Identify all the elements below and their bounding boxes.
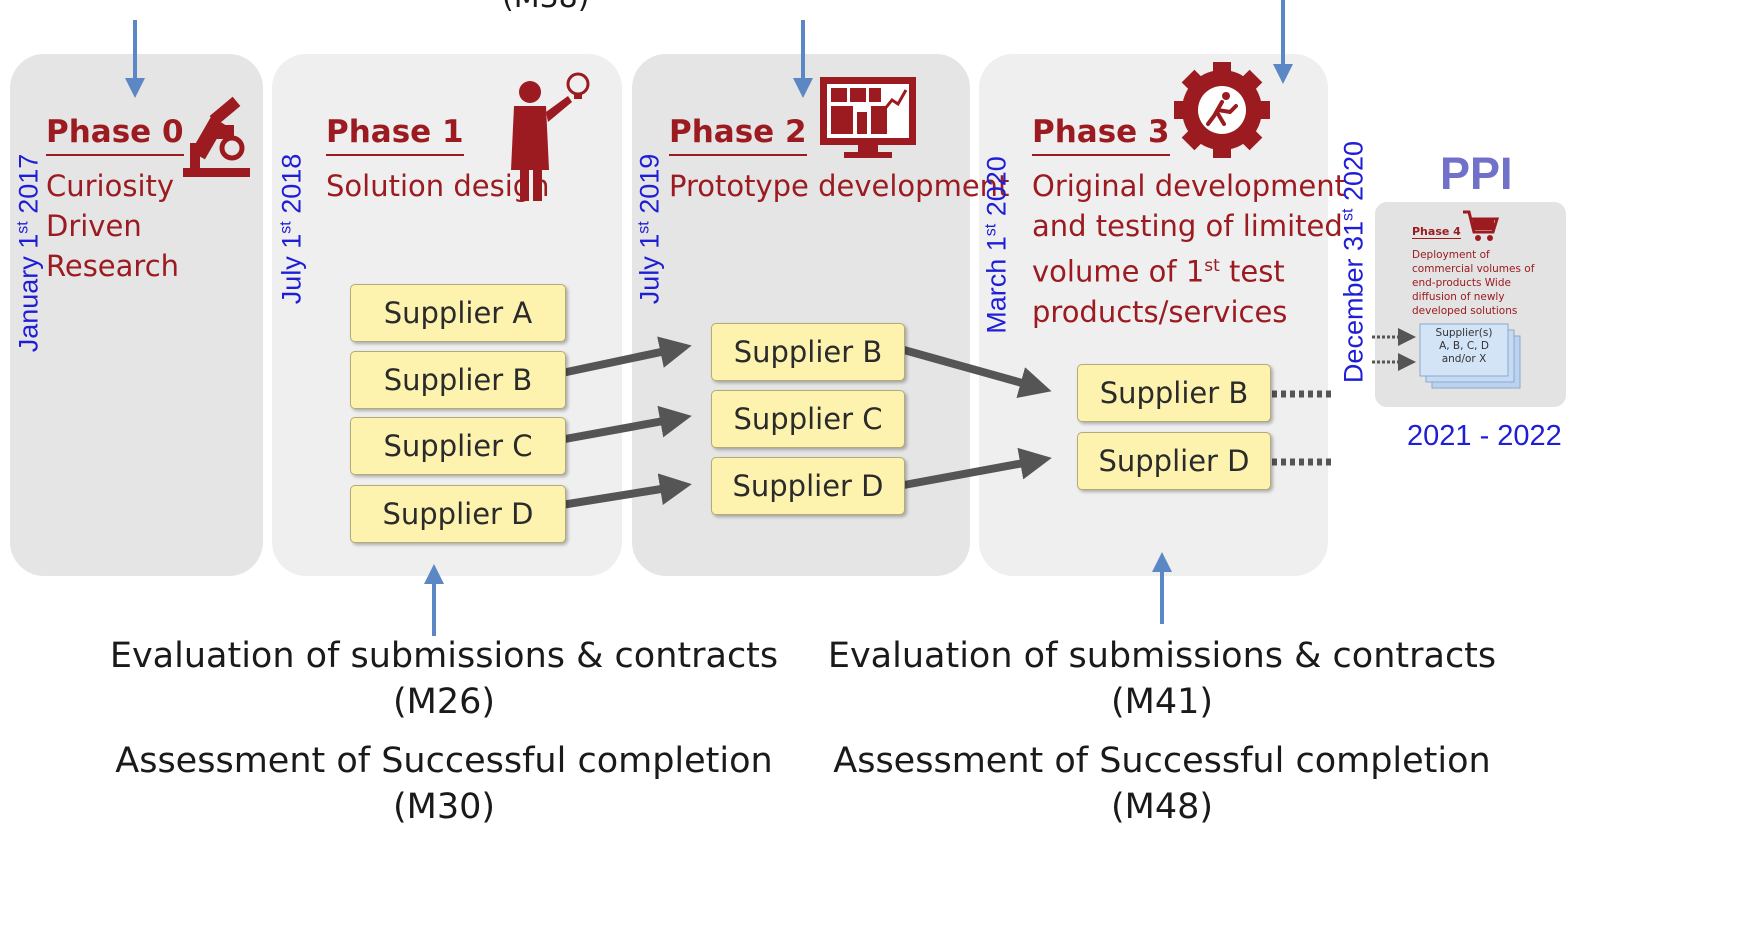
phase-0-desc-line: Research	[46, 249, 180, 283]
date-label: December 31st 2020	[1338, 140, 1369, 384]
supplier-box: Supplier B	[1077, 364, 1271, 422]
phase-0-title: Phase 0	[46, 114, 184, 156]
phase-2-desc: Prototype development	[669, 169, 1010, 203]
supplier-box: Supplier D	[711, 457, 905, 515]
supplier-box: Supplier D	[350, 485, 566, 543]
phase-1-desc: Solution design	[326, 169, 550, 203]
phase-3-desc-line: and testing of limited	[1032, 209, 1343, 243]
phase-1-title: Phase 1	[326, 114, 464, 156]
monitor-dashboard-icon	[820, 77, 916, 158]
ppi-years: 2021 - 2022	[1407, 420, 1562, 452]
microscope-icon	[183, 96, 250, 177]
phase-4-desc: Deployment of commercial volumes of end-…	[1412, 249, 1535, 317]
gear-running-person-icon	[1174, 62, 1270, 158]
date-label: July 1st 2019	[634, 153, 665, 305]
flow-arrow-2d-3d	[903, 447, 1052, 489]
caption-milestone-left-2: (M30)	[392, 787, 496, 827]
caption-evaluation-left: Evaluation of submissions & contracts	[109, 636, 779, 676]
phase-0-desc-line: Curiosity	[46, 169, 175, 203]
supplier-box: Supplier C	[350, 417, 566, 475]
caption-milestone-right-1: (M41)	[1110, 682, 1214, 722]
phase4-supplier-box	[1419, 323, 1509, 377]
top-partial-caption: (M38)	[502, 0, 589, 15]
caption-milestone-left-1: (M26)	[392, 682, 496, 722]
supplier-box: Supplier D	[1077, 432, 1271, 490]
date-label: January 1st 2017	[13, 153, 44, 353]
caption-assessment-right: Assessment of Successful completion	[833, 741, 1491, 781]
date-label: July 1st 2018	[276, 153, 307, 305]
phase-3-desc-line: volume of 1st test	[1032, 254, 1285, 289]
supplier-box: Supplier B	[711, 323, 905, 381]
phase-3-desc: Original development and testing of limi…	[1032, 166, 1346, 332]
supplier-box: Supplier A	[350, 284, 566, 342]
supplier-box: Supplier B	[350, 351, 566, 409]
caption-milestone-right-2: (M48)	[1110, 787, 1214, 827]
phase-4-supplier-label: Supplier(s) A, B, C, D and/or X	[1435, 327, 1493, 365]
ppi-title: PPI	[1440, 148, 1513, 199]
supplier-box: Supplier C	[711, 390, 905, 448]
shopping-cart-icon	[1463, 210, 1500, 241]
phase-3-desc-line: products/services	[1032, 294, 1288, 329]
caption-assessment-left: Assessment of Successful completion	[115, 741, 773, 781]
flow-arrow-2b-3b	[902, 346, 1052, 399]
phase-2-title: Phase 2	[669, 114, 807, 156]
phase-3-title: Phase 3	[1032, 114, 1170, 156]
phase-4-title: Phase 4	[1412, 225, 1461, 239]
caption-evaluation-right: Evaluation of submissions & contracts	[827, 636, 1497, 676]
date-label: March 1st 2020	[981, 156, 1012, 334]
phase-3-desc-line: Original development	[1032, 169, 1347, 203]
phase-0-desc: Curiosity Driven Research	[46, 166, 179, 286]
phase-0-panel	[10, 54, 263, 576]
phase-0-desc-line: Driven	[46, 209, 142, 243]
person-lightbulb-icon	[511, 72, 590, 201]
